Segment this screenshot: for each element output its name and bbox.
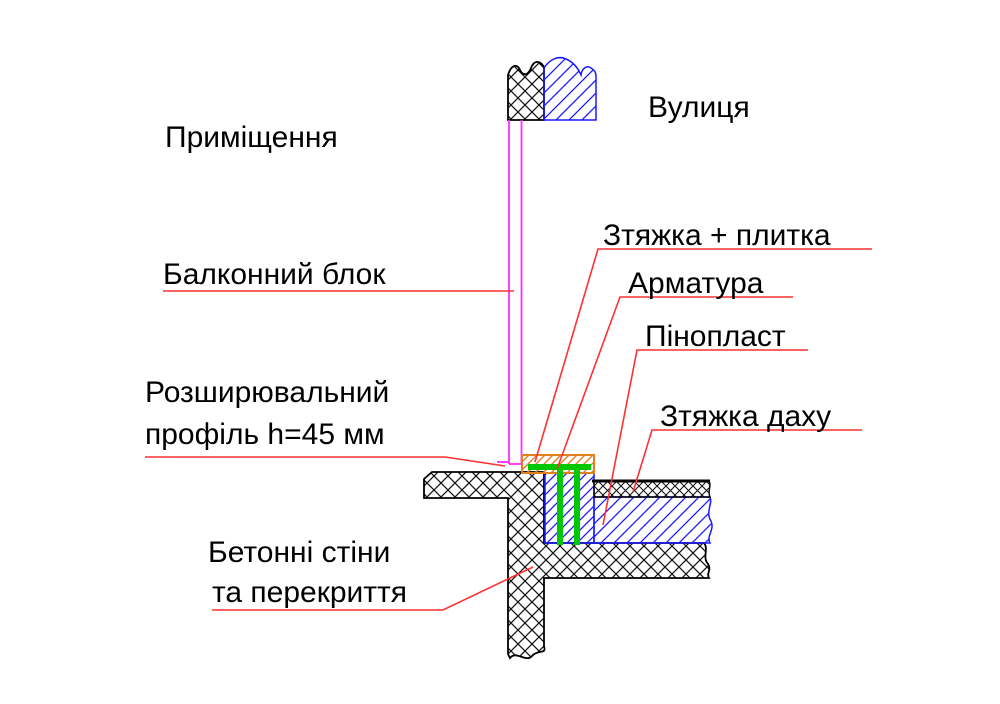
label-expansion-profile-line2: профіль h=45 мм — [145, 418, 385, 451]
upper-wall-insulation-section — [543, 56, 597, 121]
rebar-bars — [528, 464, 591, 545]
foam-under-threshold — [544, 472, 595, 544]
label-concrete-walls-line2: та перекриття — [212, 576, 407, 609]
leader-rebar — [556, 296, 793, 470]
rebar-vertical-bar-right — [574, 466, 580, 545]
leader-concrete-walls — [212, 566, 534, 611]
leader-expansion-profile — [145, 456, 506, 467]
label-expansion-profile-line1: Розширювальний — [145, 376, 389, 409]
label-foam: Пінопласт — [645, 320, 786, 353]
foam-roof-layer — [593, 496, 713, 544]
label-exterior: Вулиця — [648, 91, 750, 124]
label-concrete-walls-line1: Бетонні стіни — [208, 536, 390, 569]
label-roof-screed: Зтяжка даху — [660, 400, 831, 433]
leader-roof-screed — [632, 429, 862, 493]
upper-wall-concrete-section — [507, 60, 545, 121]
label-balcony-block: Балконний блок — [163, 258, 386, 291]
leader-lines — [145, 248, 872, 611]
label-rebar: Арматура — [628, 267, 764, 300]
rebar-vertical-bar-left — [557, 466, 563, 545]
concrete-wall-and-slab — [423, 471, 711, 660]
balcony-block-frame — [497, 120, 523, 465]
label-screed-tile: Зтяжка + плитка — [603, 219, 831, 252]
leader-foam — [602, 349, 808, 526]
label-interior: Приміщення — [165, 121, 338, 154]
leader-screed-tile — [534, 248, 872, 463]
